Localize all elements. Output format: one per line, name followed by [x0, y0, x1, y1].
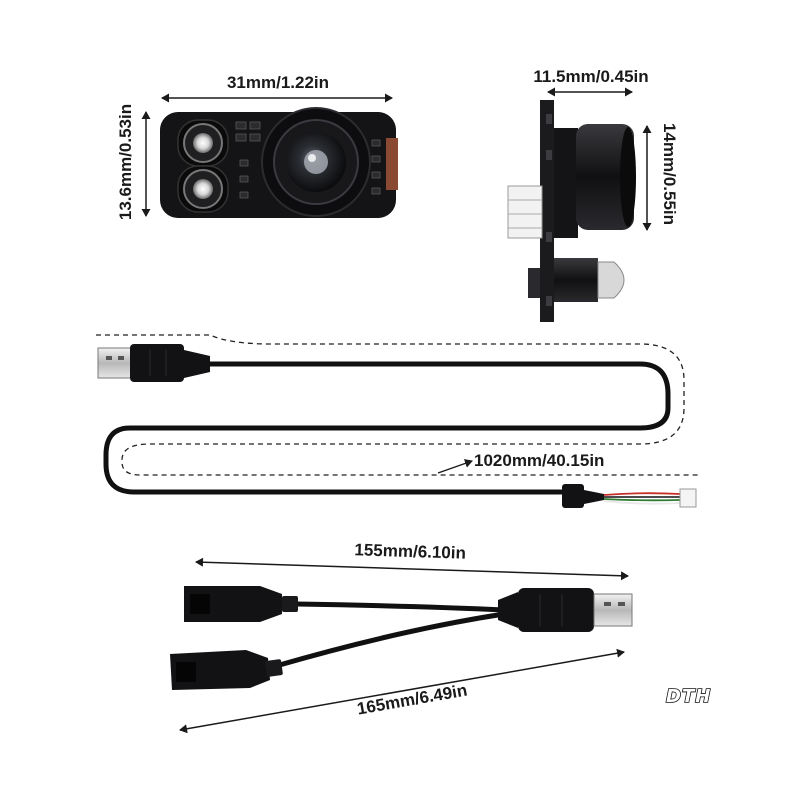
led-bottom [177, 165, 229, 213]
usb-a-male-plug [498, 588, 633, 632]
cable-terminal-connector [562, 484, 697, 508]
cable-length-arrow [437, 459, 473, 474]
side-led-body [554, 258, 598, 302]
y-splitter-cable [170, 586, 633, 690]
y-cable-lower-label: 165mm/6.49in [355, 681, 468, 719]
side-lens-base [554, 128, 578, 238]
usb-a-plug-long-cable [97, 344, 210, 382]
smd-components [235, 121, 381, 199]
camera-module-side [507, 100, 636, 322]
camera-module-front [160, 107, 398, 218]
side-connector-block [507, 185, 543, 239]
usb-female-lower [170, 650, 283, 690]
brand-watermark: DTH [666, 686, 711, 707]
y-cable-lower-dimension-line [179, 648, 625, 734]
cable-length-label: 1020mm/40.15in [474, 451, 604, 470]
side-connector [386, 138, 398, 190]
side-led-dome [597, 261, 625, 299]
side-depth-label: 11.5mm/0.45in [533, 67, 648, 86]
y-cable-upper-dimension-line [195, 557, 629, 581]
usb-cable-long [103, 361, 671, 495]
height-label: 13.6mm/0.53in [116, 104, 135, 220]
side-height-label: 14mm/0.55in [660, 123, 679, 225]
camera-lens-front [261, 107, 371, 217]
cable-length-dashed-outline [96, 334, 698, 476]
y-cable-lower-wire [273, 611, 507, 669]
y-cable-upper-wire [293, 601, 507, 613]
led-top [177, 119, 229, 167]
side-lens-barrel [576, 124, 634, 230]
usb-female-upper [184, 586, 298, 622]
y-cable-upper-label: 155mm/6.10in [354, 540, 466, 562]
width-label: 31mm/1.22in [227, 73, 329, 92]
